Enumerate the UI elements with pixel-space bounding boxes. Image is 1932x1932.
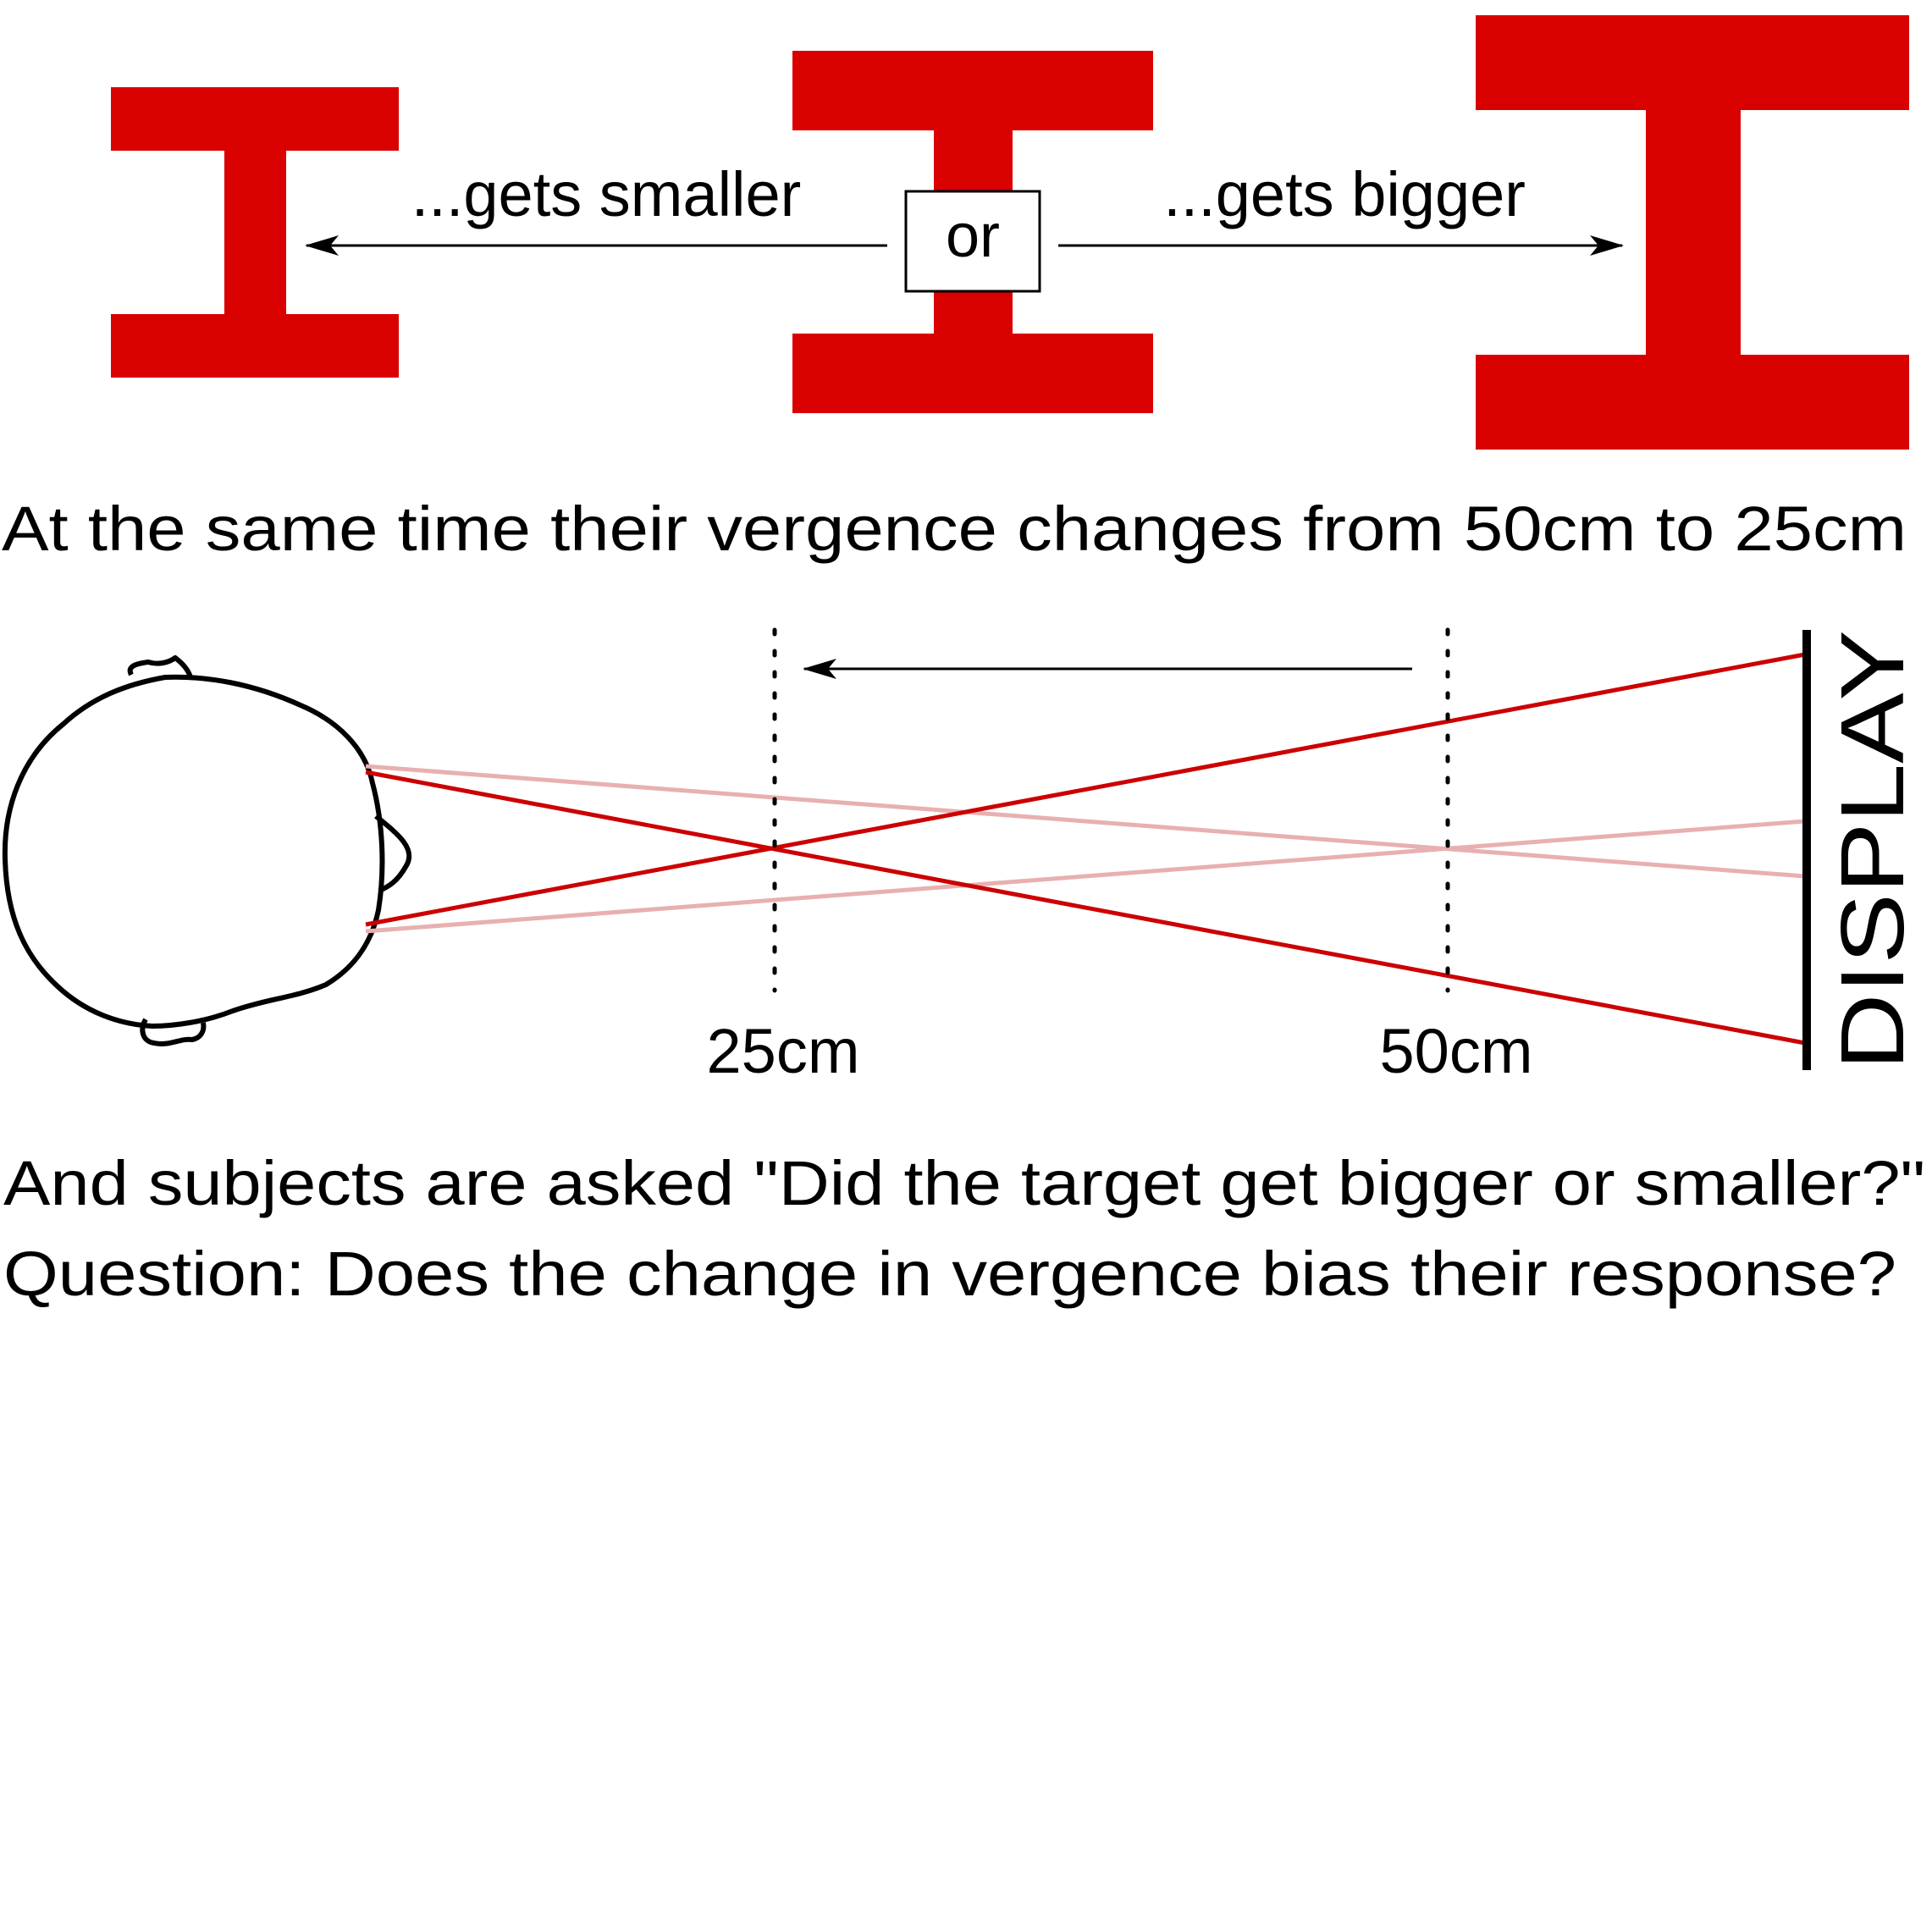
vergence-heading: At the same time their vergence changes … bbox=[2, 494, 1907, 564]
large-target-icon bbox=[1476, 15, 1909, 450]
far-vergence-rays bbox=[365, 764, 1806, 934]
or-box bbox=[904, 190, 1041, 293]
or-label: or bbox=[946, 202, 1000, 270]
question-line-2: Question: Does the change in vergence bi… bbox=[3, 1239, 1896, 1309]
question-line-1: And subjects are asked "Did the target g… bbox=[3, 1148, 1925, 1218]
label-50cm: 50cm bbox=[1380, 1016, 1533, 1086]
gets-bigger-label: ...gets bigger bbox=[1163, 159, 1526, 229]
display-label: DISPLAY bbox=[1823, 630, 1923, 1070]
gets-smaller-label: ...gets smaller bbox=[411, 159, 802, 229]
near-vergence-rays bbox=[365, 652, 1806, 1046]
head-icon bbox=[2, 655, 412, 1046]
label-25cm: 25cm bbox=[707, 1016, 860, 1086]
small-target-icon bbox=[111, 87, 399, 378]
